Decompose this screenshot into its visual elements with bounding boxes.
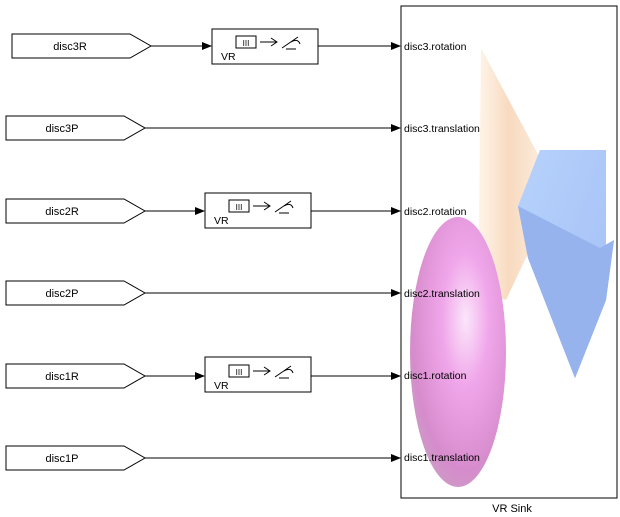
from-block-disc2p[interactable]: disc2P bbox=[5, 280, 147, 306]
matrix-icon-label: III bbox=[243, 39, 250, 48]
port-disc2-translation: disc2.translation bbox=[404, 288, 480, 300]
arrow-icon bbox=[253, 201, 271, 211]
from-block-disc2r[interactable]: disc2R bbox=[5, 198, 147, 224]
from-tag-label: disc2P bbox=[45, 288, 78, 300]
port-disc1-rotation: disc1.rotation bbox=[404, 370, 467, 382]
from-tag-label: disc3P bbox=[45, 123, 78, 135]
from-block-disc3r[interactable]: disc3R bbox=[11, 33, 153, 59]
vr-sink-preview bbox=[410, 48, 614, 487]
vr-converter-frame bbox=[204, 356, 312, 393]
port-disc3-rotation: disc3.rotation bbox=[404, 41, 467, 53]
port-disc2-rotation: disc2.rotation bbox=[404, 206, 467, 218]
matrix-icon-label: III bbox=[236, 203, 243, 212]
vr-converter-block-1[interactable]: III VR bbox=[204, 356, 312, 393]
vr-converter-frame bbox=[204, 192, 312, 229]
port-disc3-translation: disc3.translation bbox=[404, 123, 480, 135]
from-tag-shape bbox=[5, 363, 147, 389]
matrix-icon-label: III bbox=[236, 368, 243, 377]
vr-sink-block[interactable]: disc3.rotation disc3.translation disc2.r… bbox=[400, 5, 618, 515]
from-tag-shape bbox=[11, 33, 153, 59]
from-block-disc1p[interactable]: disc1P bbox=[5, 445, 147, 471]
rotation-icon bbox=[274, 365, 294, 379]
from-tag-shape bbox=[5, 115, 147, 141]
rotation-icon bbox=[281, 36, 301, 50]
from-tag-shape bbox=[5, 280, 147, 306]
from-tag-shape bbox=[5, 445, 147, 471]
from-block-disc1r[interactable]: disc1R bbox=[5, 363, 147, 389]
from-tag-label: disc3R bbox=[53, 41, 87, 53]
from-tag-shape bbox=[5, 198, 147, 224]
from-tag-label: disc1P bbox=[45, 453, 78, 465]
arrow-icon bbox=[260, 37, 278, 47]
vr-sink-caption: VR Sink bbox=[492, 503, 532, 515]
ellipsoid-shape bbox=[410, 217, 506, 487]
port-disc1-translation: disc1.translation bbox=[404, 452, 480, 464]
arrow-icon bbox=[253, 366, 271, 376]
vr-converter-label: VR bbox=[221, 51, 236, 63]
matrix-icon bbox=[228, 199, 250, 213]
vr-converter-label: VR bbox=[214, 215, 229, 227]
vr-converter-block-3[interactable]: III VR bbox=[211, 28, 319, 65]
from-tag-label: disc1R bbox=[45, 371, 79, 383]
from-tag-label: disc2R bbox=[45, 206, 79, 218]
vr-converter-label: VR bbox=[214, 380, 229, 392]
box-shape-side bbox=[518, 206, 614, 378]
vr-converter-block-2[interactable]: III VR bbox=[204, 192, 312, 229]
rotation-icon bbox=[274, 200, 294, 214]
from-block-disc3p[interactable]: disc3P bbox=[5, 115, 147, 141]
matrix-icon bbox=[228, 364, 250, 378]
matrix-icon bbox=[235, 35, 257, 49]
